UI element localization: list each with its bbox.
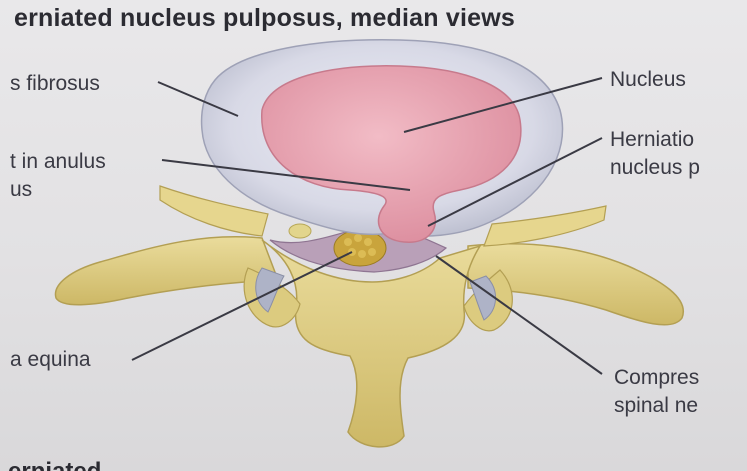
cauda-equina xyxy=(334,230,386,266)
footer-cut-text: erniated xyxy=(8,458,101,471)
label-herniation-line1: Herniatio xyxy=(610,128,694,152)
label-compressed-line2: spinal ne xyxy=(614,394,698,418)
ligament-blob xyxy=(289,224,311,238)
label-cauda-equina: a equina xyxy=(10,348,91,372)
label-anulus-fibrosus: s fibrosus xyxy=(10,72,100,96)
label-herniation-line2: nucleus p xyxy=(610,156,700,180)
label-compressed-line1: Compres xyxy=(614,366,699,390)
label-nucleus: Nucleus xyxy=(610,68,686,92)
label-defect-line1: t in anulus xyxy=(10,150,106,174)
label-defect-line2: us xyxy=(10,178,32,202)
